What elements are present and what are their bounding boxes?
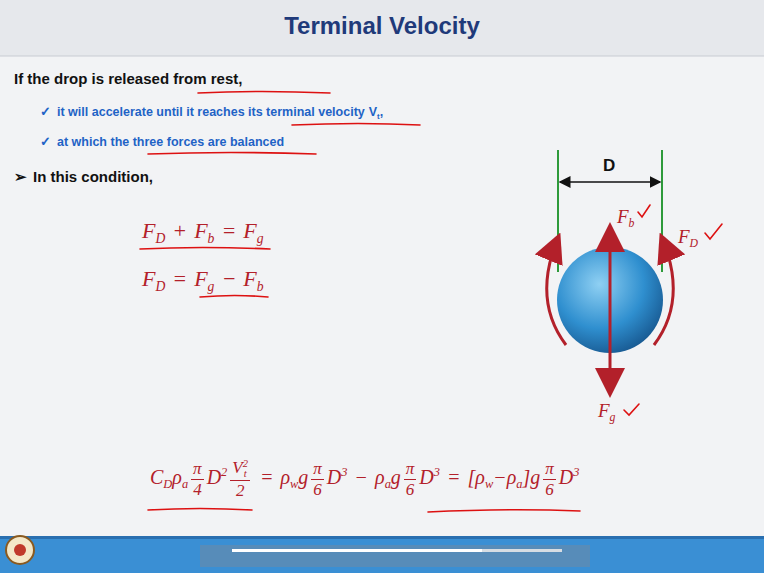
- text-token: F: [617, 206, 629, 227]
- text-token: D: [155, 279, 165, 294]
- text-token: ρ: [507, 466, 517, 488]
- text-token: 6: [313, 480, 322, 499]
- text-token: D: [559, 466, 573, 488]
- fraction: π6: [311, 459, 324, 499]
- text-token: V: [369, 105, 377, 119]
- text-token: a: [182, 477, 188, 491]
- header-band: [0, 0, 764, 56]
- text-token: b: [629, 217, 635, 230]
- equation: FD=Fg−Fb: [142, 266, 264, 295]
- equation: CDρaπ4D2V2t2=ρwgπ6D3−ρagπ6D3=[ρw−ρa]gπ6D…: [150, 458, 579, 500]
- bullet-line: ➢ In this condition,: [14, 168, 153, 186]
- text-token: =: [172, 266, 187, 291]
- text-token: ✓: [40, 134, 51, 149]
- text-token: In this condition,: [33, 168, 153, 185]
- text-token: ρ: [475, 466, 485, 488]
- bullet-line: If the drop is released from rest,: [14, 70, 242, 87]
- text-token: π: [313, 459, 322, 478]
- text-token: π: [193, 459, 202, 478]
- text-token: g: [610, 411, 616, 424]
- text-token: 3: [573, 465, 579, 479]
- text-token: C: [150, 466, 163, 488]
- text-token: ρ: [375, 466, 385, 488]
- text-token: +: [172, 218, 187, 243]
- text-token: t: [243, 469, 248, 480]
- text-token: 6: [545, 480, 554, 499]
- text-token: ρ: [172, 466, 182, 488]
- text-token: D: [163, 477, 172, 491]
- text-token: ]: [523, 466, 531, 488]
- text-token: −: [355, 466, 369, 488]
- text-token: g: [257, 231, 264, 246]
- text-token: F: [194, 266, 207, 291]
- text-token: ρ: [280, 466, 290, 488]
- force-label: Fb: [617, 206, 635, 231]
- text-token: D: [603, 156, 615, 175]
- force-label: Fg: [598, 400, 616, 425]
- text-token: ,: [380, 105, 383, 119]
- force-label: FD: [678, 226, 698, 251]
- text-token: D: [419, 466, 433, 488]
- text-token: =: [447, 466, 461, 488]
- text-token: 2: [236, 481, 245, 500]
- text-token: −: [493, 466, 507, 488]
- fraction: π4: [191, 459, 204, 499]
- fraction: V2t2: [230, 458, 250, 500]
- text-token: F: [142, 266, 155, 291]
- text-token: 2: [243, 459, 248, 470]
- text-token: π: [406, 459, 415, 478]
- dimension-label: D: [603, 156, 615, 176]
- player-controls: [200, 545, 590, 567]
- text-token: =: [260, 466, 274, 488]
- text-token: t: [377, 112, 380, 121]
- text-token: [: [468, 466, 476, 488]
- text-token: −: [221, 266, 236, 291]
- text-token: 6: [406, 480, 415, 499]
- text-token: 2: [221, 465, 227, 479]
- text-token: If the drop is released from rest,: [14, 70, 242, 87]
- text-token: D: [690, 237, 699, 250]
- text-token: a: [385, 477, 391, 491]
- text-token: D: [207, 466, 221, 488]
- text-token: at which the three forces are balanced: [57, 135, 284, 149]
- sub-bullet-line: ✓ at which the three forces are balanced: [40, 134, 284, 149]
- fraction: π6: [543, 459, 556, 499]
- text-token: π: [545, 459, 554, 478]
- slide-title: Terminal Velocity: [0, 12, 764, 40]
- text-token: F: [678, 226, 690, 247]
- text-token: ✓: [40, 104, 51, 119]
- sup-sub: 2t: [243, 459, 248, 480]
- text-token: F: [243, 218, 256, 243]
- footer-band: [0, 536, 764, 573]
- text-token: g: [391, 466, 401, 488]
- text-token: b: [257, 279, 264, 294]
- text-token: F: [194, 218, 207, 243]
- text-token: a: [516, 477, 522, 491]
- text-token: g: [298, 466, 308, 488]
- text-token: F: [598, 400, 610, 421]
- logo: [6, 536, 34, 564]
- sub-bullet-line: ✓ it will accelerate until it reaches its…: [40, 104, 383, 121]
- text-token: g: [530, 466, 540, 488]
- fraction: π6: [404, 459, 417, 499]
- text-token: w: [290, 477, 298, 491]
- text-token: D: [155, 231, 165, 246]
- text-token: b: [208, 231, 215, 246]
- text-token: F: [243, 266, 256, 291]
- text-token: it will accelerate until it reaches its …: [57, 105, 365, 119]
- text-token: V: [232, 458, 242, 477]
- text-token: ➢: [14, 168, 27, 186]
- text-token: 4: [193, 480, 202, 499]
- text-token: 3: [434, 465, 440, 479]
- text-token: 3: [341, 465, 347, 479]
- text-token: g: [208, 279, 215, 294]
- text-token: D: [327, 466, 341, 488]
- equation: FD+Fb=Fg: [142, 218, 264, 247]
- text-token: =: [221, 218, 236, 243]
- text-token: F: [142, 218, 155, 243]
- text-token: w: [485, 477, 493, 491]
